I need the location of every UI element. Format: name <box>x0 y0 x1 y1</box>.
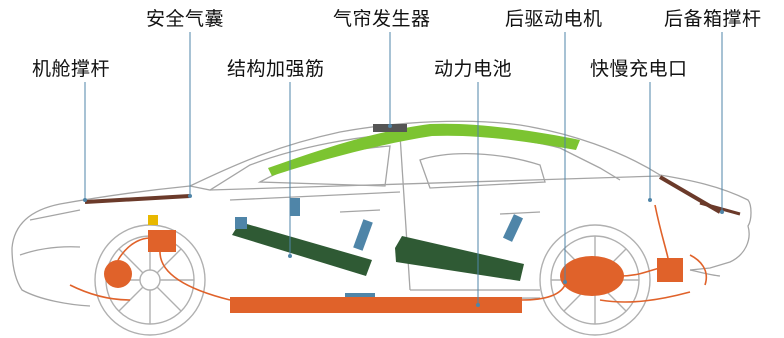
front-module <box>148 230 176 252</box>
label-curtain-airbag: 气帘发生器 <box>333 8 431 30</box>
battery-latch <box>345 293 375 297</box>
leader-dots <box>83 124 724 307</box>
door-handle-front <box>235 217 247 229</box>
trunk-strut-shape-2 <box>699 201 741 216</box>
label-airbag: 安全气囊 <box>146 8 225 30</box>
leader-lines <box>84 32 723 305</box>
label-trunk-strut: 后备箱撑杆 <box>664 8 762 30</box>
airbag-sensor <box>148 215 158 225</box>
curtain-airbag-shape <box>268 123 580 176</box>
reinforcement-front <box>232 222 372 276</box>
seat-sensor <box>290 198 300 216</box>
rear-motor-shape <box>560 256 624 296</box>
door-mechanism-front <box>353 219 373 251</box>
door-mechanism-rear <box>502 214 524 242</box>
rear-charge-module <box>657 258 683 282</box>
label-rear-motor: 后驱动电机 <box>505 8 603 30</box>
label-fast-charge: 快慢充电口 <box>590 58 688 80</box>
label-hood-strut: 机舱撑杆 <box>32 58 111 80</box>
hv-wiring <box>69 204 708 303</box>
hood-strut-shape <box>84 194 191 204</box>
label-battery: 动力电池 <box>434 58 513 80</box>
label-reinforcement: 结构加强筋 <box>227 58 325 80</box>
reinforcement-rear <box>395 236 524 281</box>
front-motor <box>104 260 132 288</box>
battery-pack <box>230 297 522 313</box>
